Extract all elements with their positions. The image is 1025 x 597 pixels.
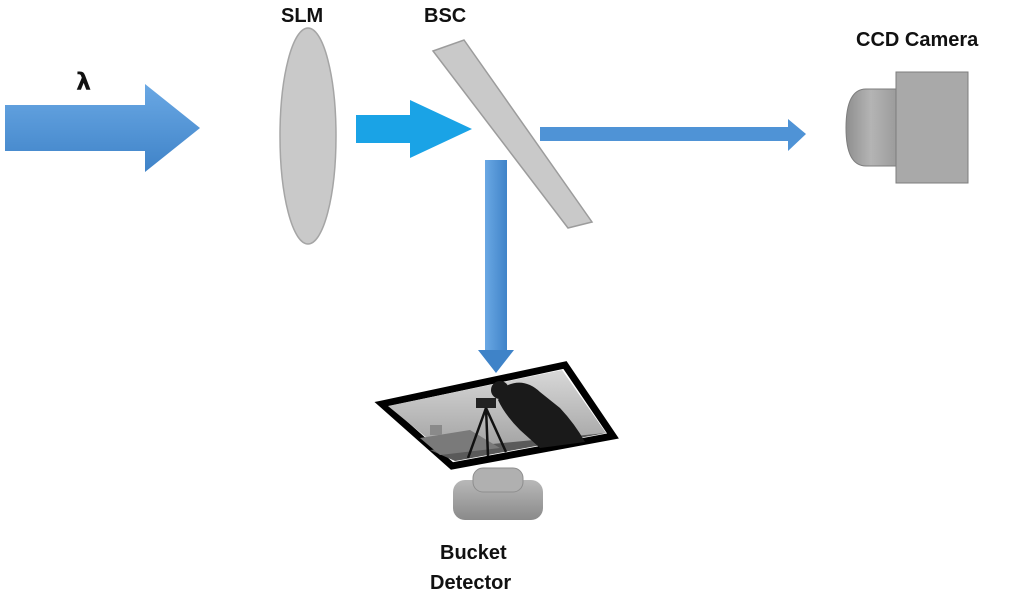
bucket-detector-label-line2: Detector [430,572,512,594]
signal-beam-to-camera [540,119,806,151]
reference-beam-down [478,160,514,373]
bsc-beam-splitter [431,39,594,229]
bucket-detector-label-line1: Bucket [440,542,507,564]
ccd-camera-icon [845,71,969,184]
modulated-beam-arrow [356,100,472,158]
bsc-label: BSC [424,5,467,27]
wavelength-label: λ [76,68,92,96]
bucket-detector-icon [453,467,543,520]
cameraman-photo-icon [374,361,619,470]
slm-label: SLM [281,5,324,27]
slm-lens [279,27,337,245]
input-beam-arrow [5,84,200,172]
ccd-camera-label: CCD Camera [856,29,979,51]
